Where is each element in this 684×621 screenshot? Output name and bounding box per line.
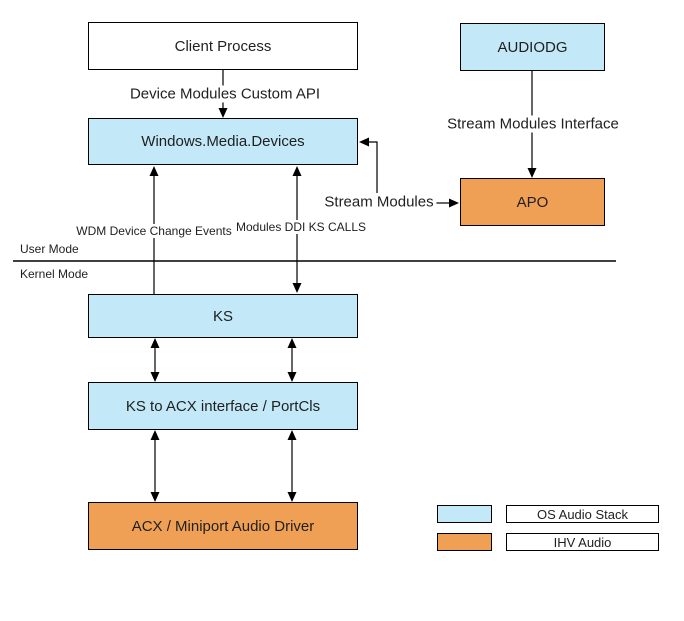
label-stream-modules: Stream Modules <box>321 193 437 211</box>
connector-stream-modules-to-wmd <box>359 137 378 193</box>
box-acx-miniport: ACX / Miniport Audio Driver <box>88 502 358 550</box>
box-client-process-label: Client Process <box>174 37 272 55</box>
label-wdm-device-change-events: WDM Device Change Events <box>73 224 235 238</box>
legend-label-ihv-audio: IHV Audio <box>506 533 659 551</box>
box-windows-media-devices-label: Windows.Media.Devices <box>141 133 305 150</box>
box-ks: KS <box>88 294 358 338</box>
label-device-modules-custom-api: Device Modules Custom API <box>126 85 324 103</box>
legend-swatch-ihv-audio <box>437 533 492 551</box>
box-ks-label: KS <box>212 307 233 325</box>
label-stream-modules-interface: Stream Modules Interface <box>444 115 622 133</box>
box-client-process: Client Process <box>88 22 358 70</box>
legend-label-os-audio-stack: OS Audio Stack <box>506 505 659 523</box>
label-kernel-mode: Kernel Mode <box>20 267 89 281</box>
box-audiodg-label: AUDIODG <box>497 38 568 56</box>
box-audiodg: AUDIODG <box>460 23 605 71</box>
box-windows-media-devices: Windows.Media.Devices <box>88 118 358 165</box>
connector-ks-to-acx-left <box>150 338 160 382</box>
connector-acx-to-driver-left <box>150 430 160 502</box>
legend-label-ihv-audio-text: IHV Audio <box>553 534 612 550</box>
connector-acx-to-driver-right <box>287 430 297 502</box>
box-ks-to-acx: KS to ACX interface / PortCls <box>88 382 358 430</box>
connector-stream-modules-to-apo <box>436 198 459 208</box>
box-apo-label: APO <box>516 193 549 211</box>
label-modules-ddi-ks-calls: Modules DDI KS CALLS <box>232 220 370 234</box>
box-ks-to-acx-label: KS to ACX interface / PortCls <box>125 397 321 415</box>
connector-ks-to-acx-right <box>287 338 297 382</box>
box-acx-miniport-label: ACX / Miniport Audio Driver <box>131 517 315 535</box>
legend-swatch-os-audio-stack <box>437 505 492 523</box>
box-apo: APO <box>460 178 605 226</box>
label-user-mode: User Mode <box>20 242 79 256</box>
legend-label-os-audio-stack-text: OS Audio Stack <box>536 506 629 522</box>
